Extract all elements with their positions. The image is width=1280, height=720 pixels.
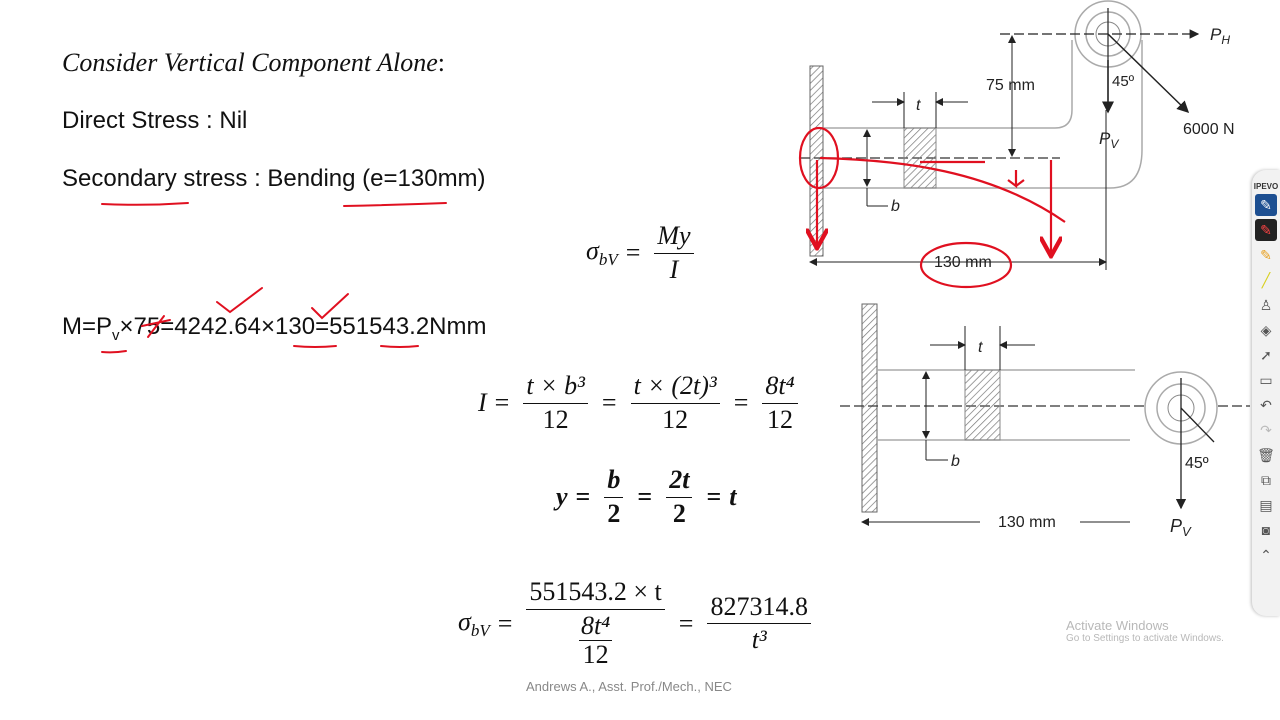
whiteboard-icon[interactable]: ▭ <box>1259 371 1273 388</box>
sigma-eq: = <box>625 238 641 268</box>
orange-pen-icon[interactable]: ✎ <box>1260 246 1272 263</box>
y-lhs: y <box>556 482 568 512</box>
top-t-label: t <box>916 97 921 114</box>
eraser-icon[interactable]: ◈ <box>1260 321 1272 338</box>
toolbar-brand: IPEVO <box>1253 182 1279 191</box>
pointer-icon[interactable]: ➚ <box>1260 346 1272 363</box>
y-f1-den: 2 <box>607 498 621 528</box>
y-f2-num: 2t <box>666 465 693 498</box>
trash-icon[interactable]: 🗑 <box>1257 446 1275 463</box>
inertia-lhs: I <box>478 388 487 418</box>
top-dim75: 75 mm <box>986 77 1035 94</box>
edit-window-icon[interactable]: ⧉ <box>1261 471 1271 488</box>
top-force-label: 6000 N <box>1183 121 1235 138</box>
diagram-top: PH 6000 N 45º 75 mm PV t b 130 mm <box>798 0 1235 289</box>
watermark-sub: Go to Settings to activate Windows. <box>1066 633 1224 644</box>
inertia-eq3: = <box>733 388 749 418</box>
top-pv: P <box>1099 129 1111 148</box>
y-f1-num: b <box>604 465 624 498</box>
final-eq2: = <box>678 608 694 638</box>
secondary-stress-line: Secondary stress : Bending (e=130mm) <box>62 165 486 192</box>
y-eq3: = <box>706 482 722 512</box>
top-ph: P <box>1210 25 1222 44</box>
moment-m: M=P <box>62 313 113 340</box>
final-rhs-num: 827314.8 <box>707 592 811 625</box>
section <box>903 127 937 189</box>
svg-text:PV: PV <box>1099 129 1119 151</box>
inertia-f2-num: t × (2t)³ <box>630 371 720 404</box>
heading: Consider Vertical Component Alone: <box>62 48 445 78</box>
bottom-b-label: b <box>951 453 960 470</box>
board-icon[interactable]: ▤ <box>1259 496 1273 513</box>
final-num: 551543.2 × t <box>526 577 665 610</box>
bottom-pv: P <box>1170 516 1182 536</box>
moment-line: M=Pv×75=4242.64×130=551543.2Nmm <box>62 313 487 344</box>
red-annotations <box>798 126 1066 289</box>
stamp-icon[interactable]: ♙ <box>1259 296 1273 313</box>
bottom-t-label: t <box>978 339 983 356</box>
y-f2-den: 2 <box>672 498 686 528</box>
y-eq2: = <box>637 482 653 512</box>
inertia-f3-num: 8t⁴ <box>762 371 798 404</box>
sigma-lhs: σ <box>586 236 599 265</box>
y-rhs: t <box>729 482 737 512</box>
final-eq1: = <box>497 608 513 638</box>
collapse-up-icon[interactable]: ⌃ <box>1260 546 1272 563</box>
top-b-label: b <box>891 198 900 215</box>
inertia-eq2: = <box>601 388 617 418</box>
activate-windows-watermark: Activate Windows Go to Settings to activ… <box>1066 618 1224 644</box>
moment-times: × <box>119 313 134 340</box>
diagram-bottom: t b 45º 130 mm PV <box>840 303 1250 539</box>
inertia-f1-num: t × b³ <box>523 371 588 404</box>
inertia-f2-den: 12 <box>662 404 689 434</box>
heading-colon: : <box>437 48 446 77</box>
sigma-lhs-sub: bV <box>598 250 618 270</box>
footer-credit: Andrews A., Asst. Prof./Mech., NEC <box>526 679 732 694</box>
redo-icon[interactable]: ↷ <box>1260 421 1272 438</box>
heading-text: Consider Vertical Component Alone <box>62 48 438 77</box>
watermark-title: Activate Windows <box>1066 618 1169 633</box>
camera-icon[interactable]: ◙ <box>1261 522 1271 538</box>
final-den-den: 12 <box>582 640 609 670</box>
moment-sub: v <box>112 326 120 344</box>
moment-crossed-value: 75 <box>133 313 161 340</box>
highlighter-icon[interactable]: ╱ <box>1261 271 1271 288</box>
top-ph-sub: H <box>1221 33 1230 47</box>
top-pv-sub: V <box>1110 137 1119 151</box>
bottom-dim130: 130 mm <box>998 514 1056 531</box>
annotation-toolbar: IPEVO ✎ ✎ ✎ ╱ ♙ ◈ ➚ ▭ ↶ ↷ 🗑 ⧉ ▤ ◙ ⌃ <box>1252 170 1280 616</box>
final-den-num: 8t⁴ <box>578 610 613 642</box>
inertia-eq1: = <box>494 388 510 418</box>
direct-stress-line: Direct Stress : Nil <box>62 107 248 134</box>
bottom-angle-label: 45º <box>1185 455 1209 472</box>
moment-rest: =4242.64×130=551543.2Nmm <box>160 313 487 340</box>
sigma-num: My <box>654 221 694 254</box>
undo-icon[interactable]: ↶ <box>1260 396 1272 413</box>
pen-settings-icon[interactable]: ✎ <box>1255 194 1277 216</box>
final-rhs-den: t³ <box>751 625 767 655</box>
final-lhs: σ <box>458 606 471 636</box>
inertia-f1-den: 12 <box>542 404 569 434</box>
bottom-section <box>964 369 1001 441</box>
bottom-wall <box>861 303 878 513</box>
bottom-pv-sub: V <box>1182 524 1192 539</box>
top-angle-label: 45º <box>1112 73 1135 90</box>
svg-text:PV: PV <box>1170 516 1192 539</box>
y-eq1: = <box>575 482 591 512</box>
svg-text:PH: PH <box>1210 25 1230 47</box>
final-lhs-sub: bV <box>470 620 490 640</box>
inertia-f3-den: 12 <box>767 404 793 434</box>
sigma-den: I <box>669 254 679 284</box>
red-pen-icon[interactable]: ✎ <box>1255 219 1277 241</box>
top-dim130: 130 mm <box>934 254 992 271</box>
